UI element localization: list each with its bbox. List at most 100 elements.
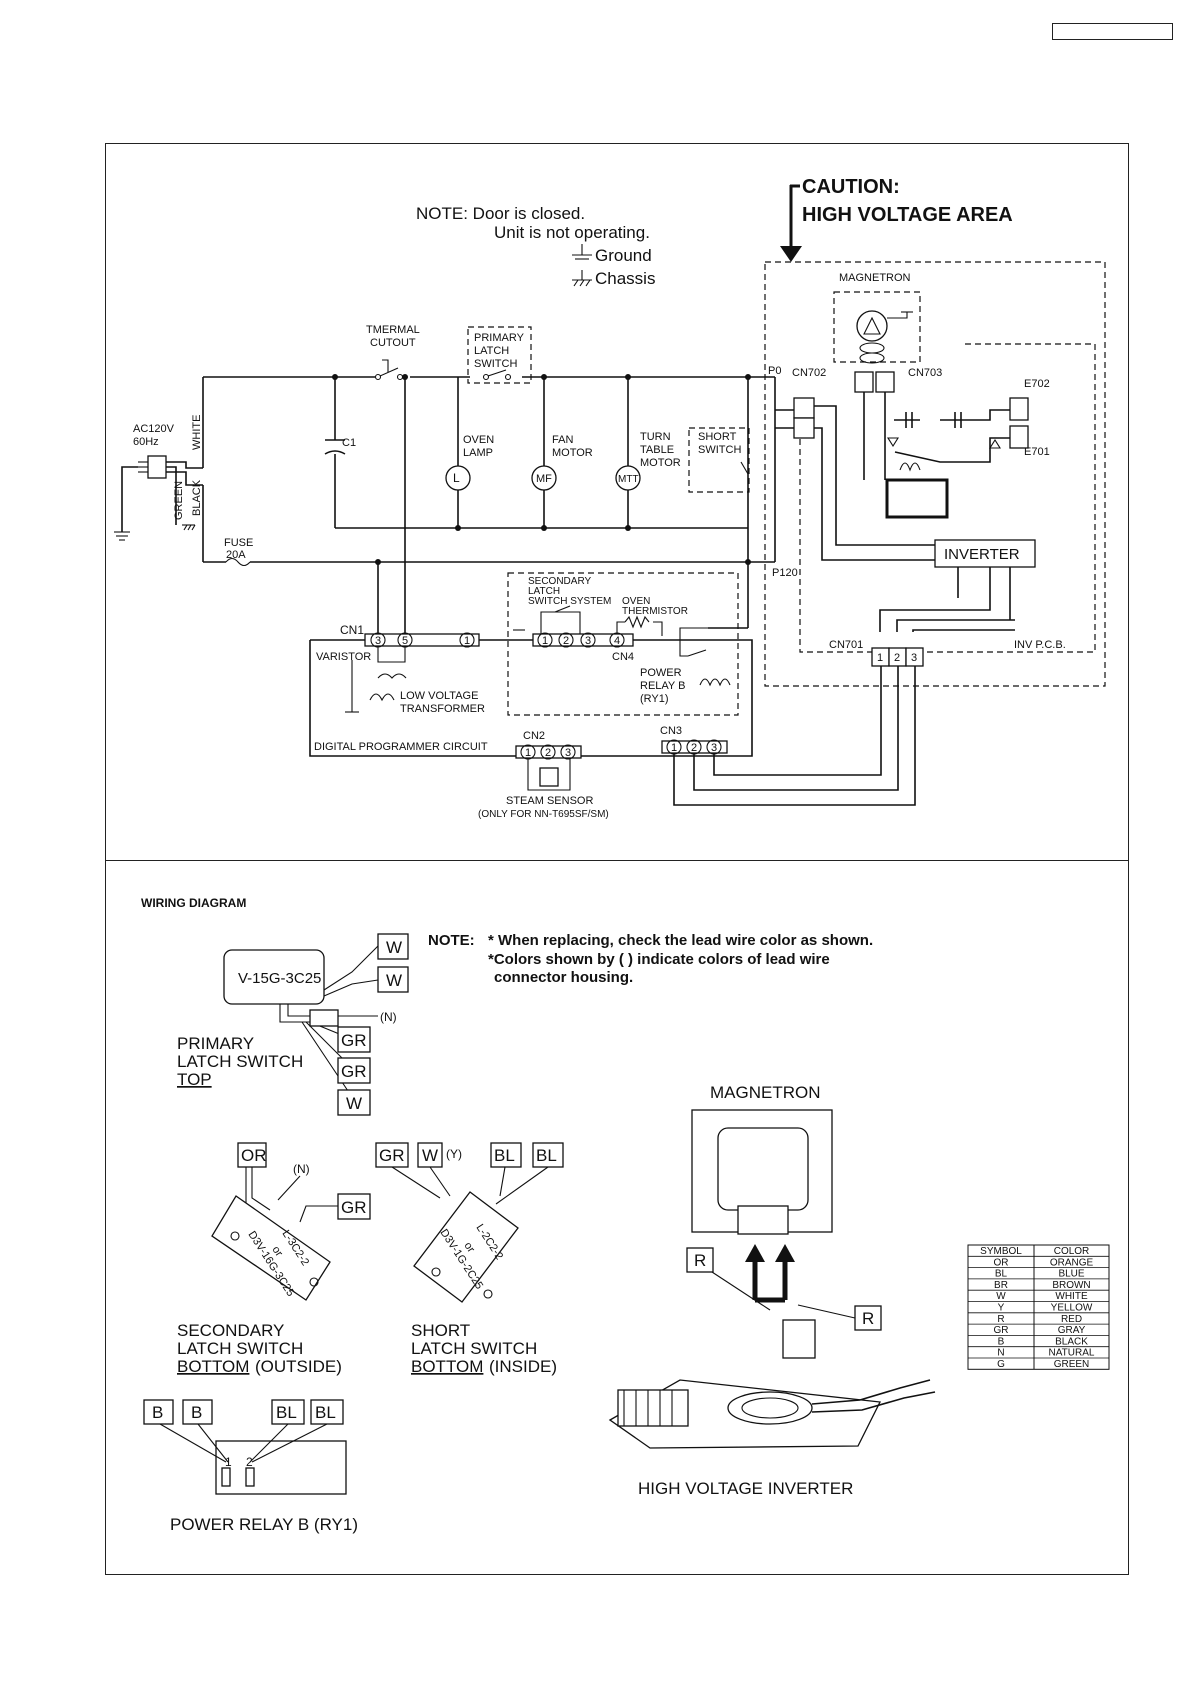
chassis-label: Chassis (595, 269, 655, 288)
steam-sensor (527, 759, 571, 791)
cn4-label: CN4 (612, 651, 634, 663)
section-divider (105, 860, 1129, 861)
power-relay-label-2: RELAY B (640, 680, 685, 692)
digital-programmer-label: DIGITAL PROGRAMMER CIRCUIT (314, 741, 488, 753)
cn702-label: CN702 (792, 367, 826, 379)
turntable-label-3: MOTOR (640, 457, 681, 469)
secondary-latch-switch (513, 605, 663, 636)
lamp-symbol: L (453, 471, 460, 485)
fuse (225, 557, 251, 567)
cn701-label: CN701 (829, 639, 863, 651)
page-number-box (1052, 23, 1173, 40)
lvt-label-1: LOW VOLTAGE (400, 690, 478, 702)
oven-thermistor-label-1: OVEN (622, 596, 650, 607)
e701-terminal (1009, 425, 1029, 449)
e702-terminal (1009, 397, 1029, 421)
caution-subtitle: HIGH VOLTAGE AREA (802, 204, 1013, 226)
note-line1: NOTE: Door is closed. (416, 204, 585, 223)
capacitor-c1 (324, 439, 346, 455)
turntable-label-2: TABLE (640, 444, 674, 456)
cn2-pin-1: 1 (525, 747, 531, 759)
cn703-left (854, 371, 874, 393)
caution-arrow (780, 184, 802, 262)
magnetron-area (833, 291, 921, 363)
ac-plug (114, 455, 203, 541)
cn1-label: CN1 (340, 623, 364, 637)
fuse-label-1: FUSE (224, 537, 253, 549)
fan-motor (531, 465, 557, 491)
cn1-pin-5: 5 (402, 635, 408, 647)
secondary-latch-label-3: SWITCH SYSTEM (528, 596, 611, 607)
steam-sensor-note: (ONLY FOR NN-T695SF/SM) (478, 809, 609, 820)
chassis-symbol (572, 270, 592, 287)
cn3-connector (661, 740, 728, 754)
thermal-cutout-label-1: TMERMAL (366, 324, 420, 336)
secondary-latch-area (507, 572, 739, 716)
power-relay-label-3: (RY1) (640, 693, 669, 705)
steam-sensor-label: STEAM SENSOR (506, 795, 593, 807)
power-relay-coil (679, 627, 731, 687)
cn3-pin-2: 2 (691, 742, 697, 754)
cn2-pin-3: 3 (565, 747, 571, 759)
black-wire-label: BLACK (191, 479, 203, 516)
cn4-connector (532, 633, 634, 647)
main-circuit-wires (202, 376, 776, 634)
p120-label: P120 (772, 567, 798, 579)
inverter-box (934, 539, 1036, 568)
lvt-label-2: TRANSFORMER (400, 703, 485, 715)
power-relay-label-1: POWER (640, 667, 682, 679)
cn1-pin-1: 1 (464, 635, 470, 647)
fan-symbol: MF (536, 473, 552, 485)
short-switch-box (688, 427, 750, 493)
p0-label: P0 (768, 365, 781, 377)
white-wire-label: WHITE (191, 415, 203, 450)
fan-motor-label-1: FAN (552, 434, 573, 446)
cn701-connector (871, 647, 924, 667)
short-switch (740, 461, 749, 475)
cn1-connector (364, 633, 480, 647)
magnetron-symbol (856, 310, 913, 364)
thermal-cutout-label-2: CUTOUT (370, 337, 416, 349)
cn703-right (875, 371, 895, 393)
hv-transformer (885, 478, 949, 519)
inv-pcb-label: INV P.C.B. (1014, 639, 1066, 651)
cn701-pin-2: 2 (894, 652, 900, 664)
cn4-pin-4: 4 (614, 635, 620, 647)
inverter-label: INVERTER (944, 546, 1020, 563)
c1-label: C1 (342, 437, 356, 449)
cn4-pin-3: 3 (585, 635, 591, 647)
cn701-pin-3: 3 (911, 652, 917, 664)
varistor-label: VARISTOR (316, 651, 371, 663)
cn4-pin-2: 2 (563, 635, 569, 647)
cn701-pin-1: 1 (877, 652, 883, 664)
ac-source-label-1: AC120V (133, 423, 175, 435)
high-voltage-area (764, 261, 1106, 687)
e701-label: E701 (1024, 446, 1050, 458)
short-switch-label-2: SWITCH (698, 444, 741, 456)
caution-title: CAUTION: (802, 176, 900, 198)
fuse-label-2: 20A (226, 549, 246, 561)
cn3-to-cn701-wires (673, 666, 916, 806)
oven-thermistor-label-2: THERMISTOR (622, 606, 688, 617)
secondary-latch-label-1: SECONDARY (528, 576, 591, 587)
cn1-pin-3: 3 (375, 635, 381, 647)
ground-label: Ground (595, 246, 652, 265)
low-voltage-transformer (345, 646, 407, 713)
ac-source-label-2: 60Hz (133, 436, 159, 448)
hv-wires (775, 392, 1015, 632)
turntable-symbol: MTT (618, 474, 639, 485)
cn4-pin-1: 1 (542, 635, 548, 647)
cn2-label: CN2 (523, 730, 545, 742)
oven-lamp-label-1: OVEN (463, 434, 494, 446)
secondary-latch-label-2: LATCH (528, 586, 560, 597)
short-switch-label-1: SHORT (698, 431, 737, 443)
cn3-pin-1: 1 (671, 742, 677, 754)
turntable-motor (615, 465, 641, 491)
turntable-label-1: TURN (640, 431, 671, 443)
cn2-pin-2: 2 (545, 747, 551, 759)
fan-motor-label-2: MOTOR (552, 447, 593, 459)
e702-label: E702 (1024, 378, 1050, 390)
primary-latch-box (467, 326, 532, 384)
primary-latch-label-2: LATCH (474, 345, 509, 357)
schematic-diagram: NOTE: Door is closed. Unit is not operat… (114, 176, 1106, 820)
